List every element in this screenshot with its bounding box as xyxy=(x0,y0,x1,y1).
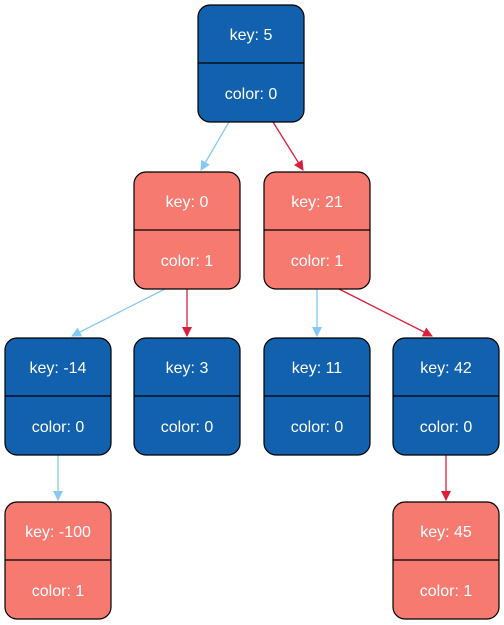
node-color-label: color: 1 xyxy=(420,583,473,600)
tree-node-nm14: key: -14 color: 0 xyxy=(4,337,112,456)
node-key-label: key: -100 xyxy=(25,524,91,541)
node-key-label: key: 5 xyxy=(230,27,273,44)
tree-node-n5: key: 5 color: 0 xyxy=(197,4,305,123)
tree-node-n45: key: 45 color: 1 xyxy=(392,501,500,620)
tree-node-n11: key: 11 color: 0 xyxy=(263,337,371,456)
edge-n0-to-nm14 xyxy=(71,288,166,337)
node-color-label: color: 1 xyxy=(291,253,344,270)
edge-n21-to-n42 xyxy=(338,288,433,337)
node-key-label: key: 0 xyxy=(166,194,209,211)
nodes-layer: key: 5 color: 0 key: 0 color: 1 key: 21 color… xyxy=(4,4,500,620)
edge-n5-to-n0 xyxy=(200,121,230,171)
node-color-label: color: 0 xyxy=(291,419,344,436)
node-key-label: key: 42 xyxy=(420,360,472,377)
node-key-label: key: 21 xyxy=(291,194,343,211)
edge-n5-to-n21 xyxy=(272,121,304,171)
node-key-label: key: 3 xyxy=(166,360,209,377)
tree-node-n42: key: 42 color: 0 xyxy=(392,337,500,456)
node-key-label: key: 11 xyxy=(292,360,343,377)
tree-node-n0: key: 0 color: 1 xyxy=(133,171,241,290)
node-key-label: key: 45 xyxy=(420,524,472,541)
edges-layer xyxy=(53,121,451,501)
tree-node-nm100: key: -100 color: 1 xyxy=(4,501,112,620)
node-color-label: color: 0 xyxy=(225,86,278,103)
node-color-label: color: 0 xyxy=(161,419,214,436)
tree-node-n21: key: 21 color: 1 xyxy=(263,171,371,290)
node-color-label: color: 0 xyxy=(32,419,85,436)
node-key-label: key: -14 xyxy=(30,360,87,377)
node-color-label: color: 1 xyxy=(161,253,214,270)
node-color-label: color: 1 xyxy=(32,583,85,600)
tree-node-n3: key: 3 color: 0 xyxy=(133,337,241,456)
node-color-label: color: 0 xyxy=(420,419,473,436)
